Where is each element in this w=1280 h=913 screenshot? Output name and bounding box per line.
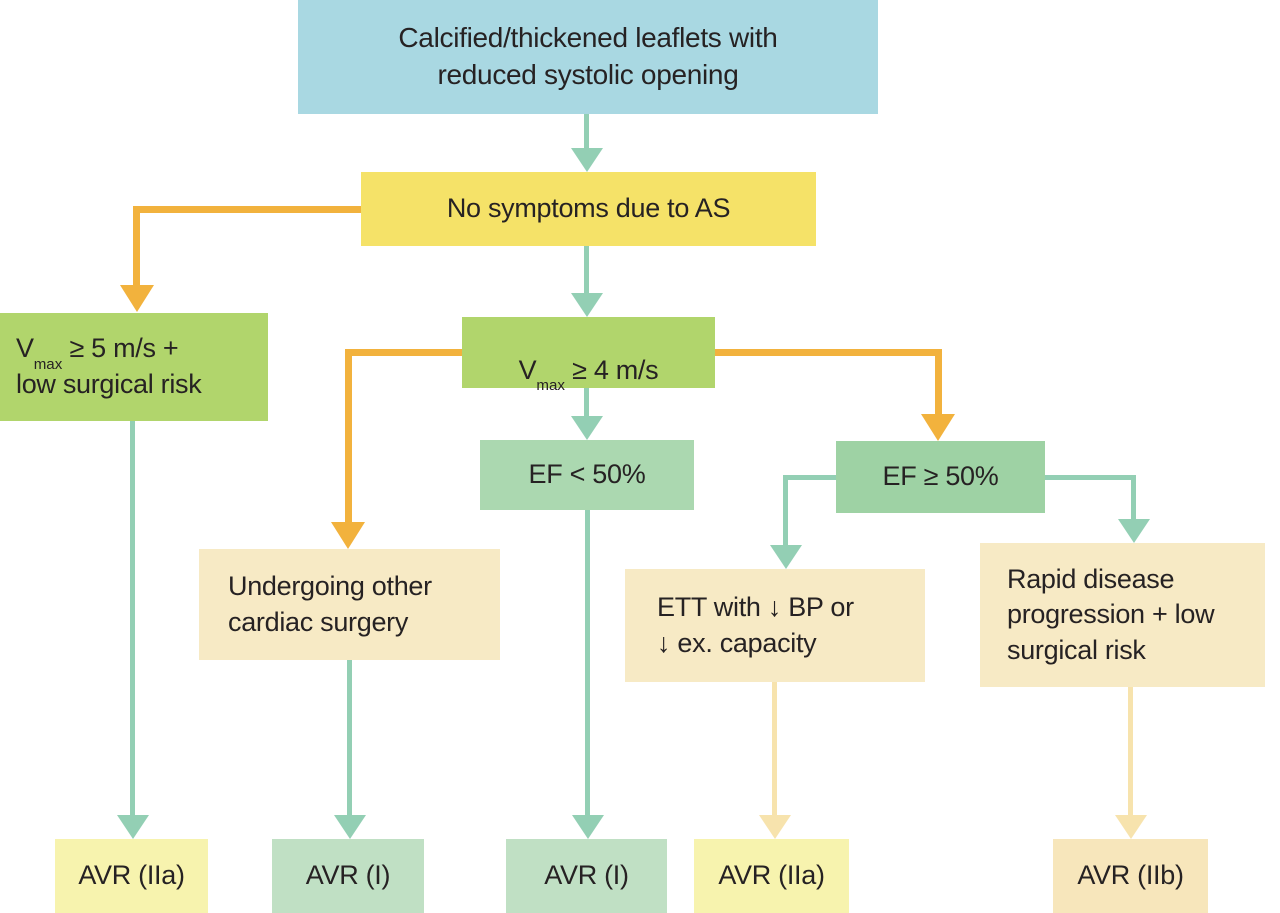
arrow-head — [120, 285, 154, 312]
node-vmax4-label: Vmax ≥ 4 m/s — [518, 354, 659, 394]
node-avr-iia-right-label: AVR (IIa) — [718, 860, 825, 891]
node-avr-i-left-label: AVR (I) — [305, 860, 391, 891]
node-no-symptoms: No symptoms due to AS — [361, 172, 816, 246]
arrow-head — [334, 815, 366, 839]
node-vmax5: Vmax ≥ 5 m/s + low surgical risk — [0, 313, 268, 421]
arrow-head — [1118, 519, 1150, 543]
node-ef-lt50-label: EF < 50% — [528, 459, 646, 490]
arrow-line — [1128, 687, 1133, 817]
arrow-line — [935, 349, 942, 414]
arrow-head — [572, 815, 604, 839]
node-avr-iia-left-label: AVR (IIa) — [78, 860, 185, 891]
arrow-line — [345, 349, 352, 522]
arrow-line — [772, 682, 777, 817]
arrow-head — [1115, 815, 1147, 839]
arrow-head — [759, 815, 791, 839]
node-ett: ETT with ↓ BP or ↓ ex. capacity — [625, 569, 925, 682]
node-other-surgery: Undergoing other cardiac surgery — [199, 549, 500, 660]
arrow-line — [584, 388, 589, 418]
arrow-line — [585, 510, 590, 817]
node-no-symptoms-label: No symptoms due to AS — [446, 193, 731, 224]
arrow-head — [331, 522, 365, 549]
arrow-line — [348, 349, 462, 356]
node-avr-iia-left: AVR (IIa) — [55, 839, 208, 913]
arrow-head — [117, 815, 149, 839]
node-vmax4: Vmax ≥ 4 m/s — [462, 317, 715, 394]
arrow-line — [783, 475, 836, 480]
node-root-label: Calcified/thickened leaflets with reduce… — [398, 22, 778, 90]
arrow-head — [571, 293, 603, 317]
arrow-line — [133, 206, 140, 286]
node-avr-i-left: AVR (I) — [272, 839, 424, 913]
arrow-line — [130, 421, 135, 817]
node-avr-i-center-label: AVR (I) — [544, 860, 629, 891]
node-ett-label: ETT with ↓ BP or ↓ ex. capacity — [657, 591, 854, 658]
arrow-line — [783, 475, 788, 547]
node-rapid: Rapid disease progression + low surgical… — [980, 543, 1265, 687]
node-ef-ge50-label: EF ≥ 50% — [882, 461, 999, 492]
arrow-line — [584, 246, 589, 294]
arrow-line — [1131, 475, 1136, 521]
node-ef-lt50: EF < 50% — [480, 440, 694, 510]
arrow-line — [584, 114, 589, 150]
arrow-head — [921, 414, 955, 441]
node-rapid-label: Rapid disease progression + low surgical… — [1007, 563, 1215, 665]
node-avr-iib: AVR (IIb) — [1053, 839, 1208, 913]
arrow-head — [571, 148, 603, 172]
node-vmax5-label: Vmax ≥ 5 m/s + low surgical risk — [16, 333, 202, 399]
arrow-line — [347, 660, 352, 817]
arrow-head — [571, 416, 603, 440]
arrow-head — [770, 545, 802, 569]
arrow-line — [1045, 475, 1136, 480]
node-root: Calcified/thickened leaflets with reduce… — [298, 0, 878, 114]
node-avr-iia-right: AVR (IIa) — [694, 839, 849, 913]
arrow-line — [715, 349, 942, 356]
node-avr-iib-label: AVR (IIb) — [1077, 860, 1184, 891]
node-ef-ge50: EF ≥ 50% — [836, 441, 1045, 513]
node-avr-i-center: AVR (I) — [506, 839, 667, 913]
node-other-surgery-label: Undergoing other cardiac surgery — [228, 570, 432, 637]
arrow-line — [133, 206, 361, 213]
